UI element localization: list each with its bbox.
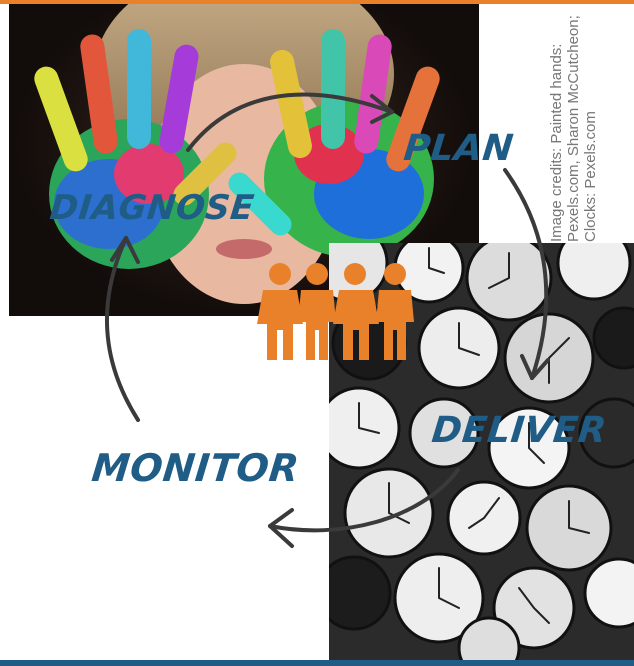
people-group-icon	[255, 262, 421, 362]
image-credits: Image credits: Painted hands: Pexels.com…	[548, 6, 634, 246]
stage-label-plan: PLAN	[402, 128, 516, 169]
stage-label-deliver: DELIVER	[430, 410, 609, 451]
image-credits-text: Image credits: Painted hands: Pexels.com…	[548, 6, 599, 242]
bottom-accent-bar	[0, 660, 634, 666]
stage-label-diagnose: DIAGNOSE	[48, 188, 256, 228]
stage-label-monitor: MONITOR	[90, 446, 302, 490]
